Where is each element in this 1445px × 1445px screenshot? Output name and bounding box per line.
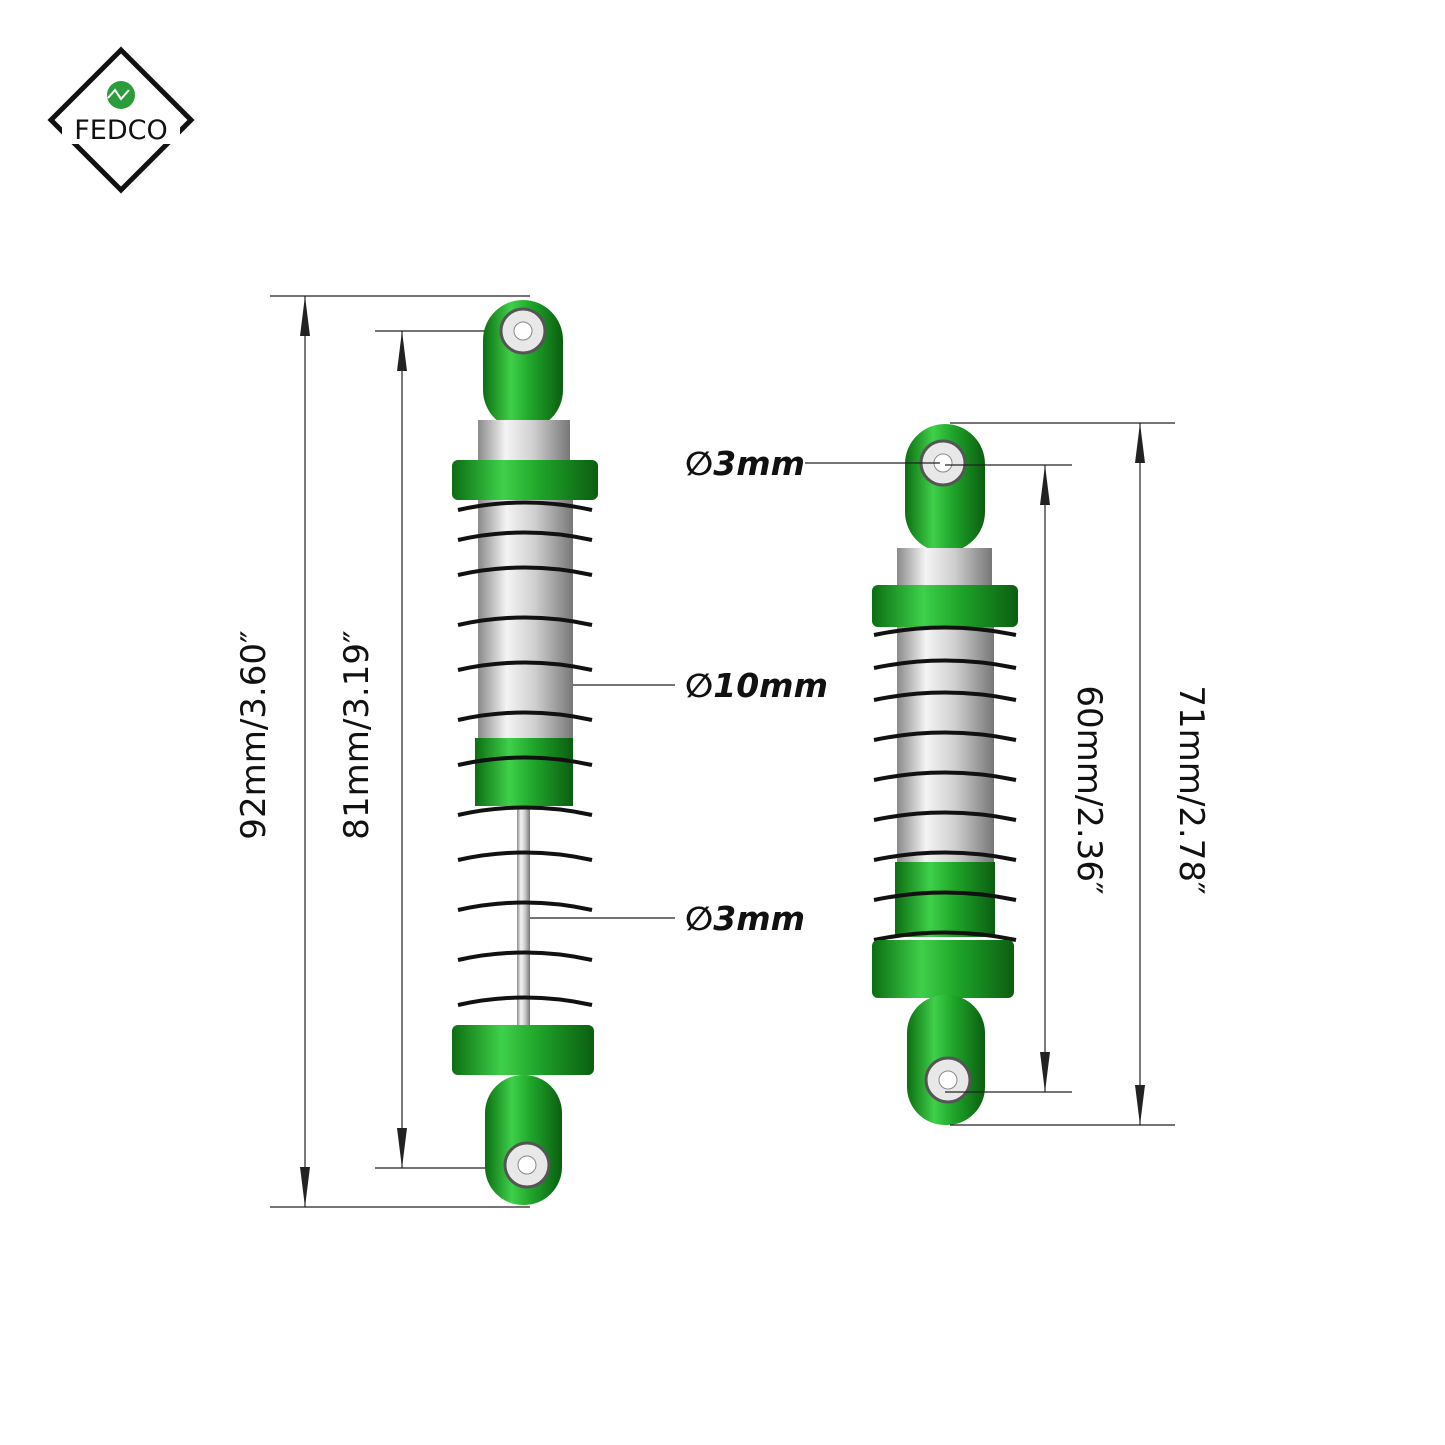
shaft-diameter-label: ∅3mm xyxy=(685,899,805,938)
eye-diameter-label: ∅3mm xyxy=(685,444,805,483)
short-shock-dimensions: ∅3mm 60mm/2.36″ 71mm/2.78″ xyxy=(685,422,1211,1126)
short-eye-to-eye-label: 60mm/2.36″ xyxy=(1069,685,1109,894)
fedco-logo: FEDCO xyxy=(47,46,195,194)
body-diameter-label: ∅10mm xyxy=(685,666,828,705)
long-eye-to-eye-label: 81mm/3.19″ xyxy=(337,630,377,839)
logo-text: FEDCO xyxy=(74,115,168,146)
logo-mark-icon xyxy=(107,81,135,109)
long-overall-length-label: 92mm/3.60″ xyxy=(234,630,274,839)
short-overall-length-label: 71mm/2.78″ xyxy=(1171,685,1211,894)
long-shock-dimensions: 92mm/3.60″ 81mm/3.19″ ∅10mm ∅3mm xyxy=(234,295,828,1208)
long-shock-image xyxy=(452,300,598,1205)
short-shock-image xyxy=(872,424,1018,1125)
